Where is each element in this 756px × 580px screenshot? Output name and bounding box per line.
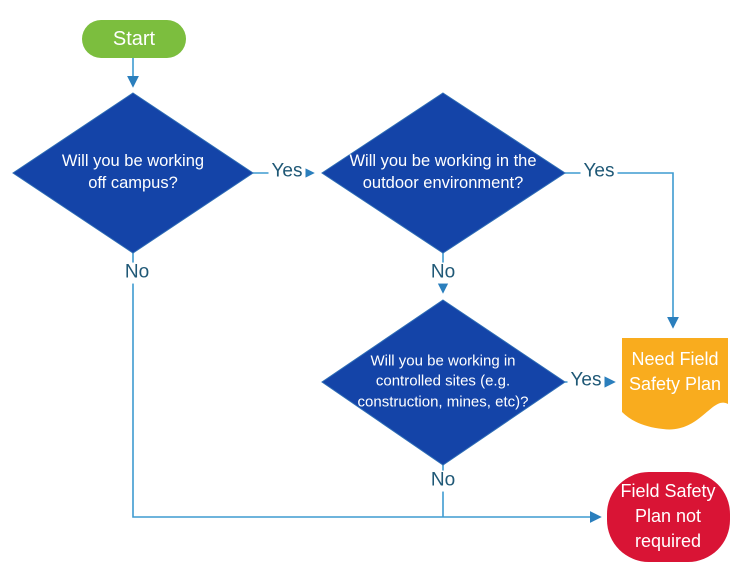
edge-label-outdoor-yes: Yes [580, 161, 618, 183]
edge-label-off-campus-no: No [121, 262, 153, 284]
connector-outdoor-yes [565, 172, 679, 329]
edge-label-controlled-no: No [427, 470, 459, 492]
decision-outdoor [321, 92, 566, 254]
connector-offcampus-no [132, 253, 602, 523]
edge-label-controlled-yes: Yes [567, 370, 605, 392]
decision-off-campus [12, 92, 254, 254]
not-required-node [607, 472, 730, 562]
need-plan-node [622, 338, 728, 430]
start-node [82, 20, 186, 58]
decision-controlled-sites [321, 299, 566, 466]
edge-label-off-campus-yes: Yes [268, 161, 306, 183]
edge-label-outdoor-no: No [427, 262, 459, 284]
